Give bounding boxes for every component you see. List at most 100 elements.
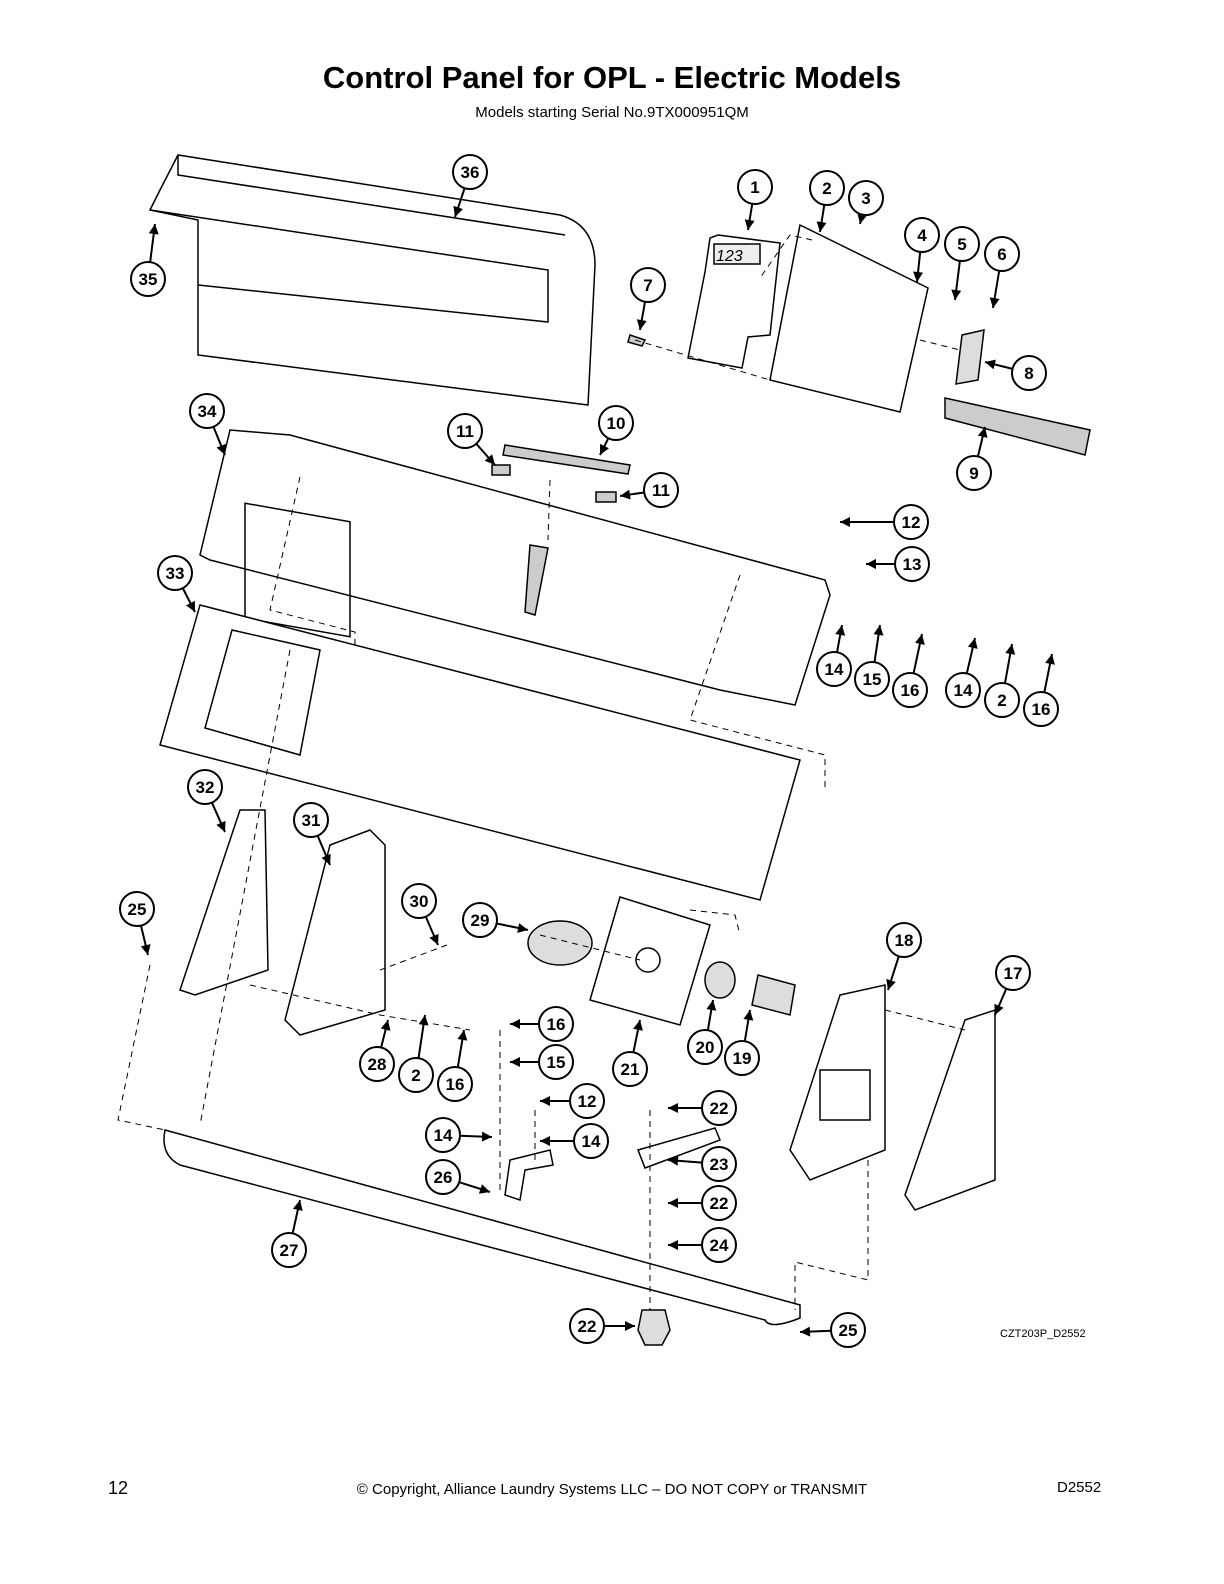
drawing-code: CZT203P_D2552 (1000, 1328, 1086, 1340)
callout-12: 12 (840, 504, 929, 540)
callout-16: 16 (510, 1006, 574, 1042)
callout-number: 16 (547, 1015, 566, 1034)
callout-number: 33 (166, 564, 185, 583)
callout-number: 7 (643, 276, 652, 295)
callout-number: 22 (710, 1099, 729, 1118)
callout-23: 23 (667, 1146, 737, 1182)
callout-bubble (830, 1312, 866, 1348)
side-plate-right (904, 1008, 996, 1211)
callout-bubble (187, 769, 223, 805)
callout-22: 22 (668, 1185, 737, 1221)
callout-bubble (945, 672, 981, 708)
gasket-strip (502, 444, 631, 475)
mounting-plate (589, 896, 711, 1026)
side-bracket-right (789, 984, 886, 1181)
callout-20: 20 (687, 999, 723, 1065)
callout-bubble (538, 1044, 574, 1080)
callout-bubble (569, 1308, 605, 1344)
callout-36: 36 (452, 154, 488, 218)
callout-number: 4 (917, 226, 927, 245)
callout-arrowhead (457, 1030, 468, 1041)
callout-arrowhead (668, 1155, 679, 1166)
console-cover (148, 154, 596, 406)
callout-bubble (293, 802, 329, 838)
callout-arrowhead (706, 1000, 717, 1011)
callout-arrowhead (620, 489, 631, 500)
callout-number: 24 (710, 1236, 729, 1255)
callout-15: 15 (854, 624, 890, 697)
callout-bubble (886, 922, 922, 958)
callout-bubble (157, 555, 193, 591)
callout-5: 5 (944, 226, 980, 301)
callout-arrowhead (816, 221, 827, 232)
callout-12: 12 (540, 1083, 605, 1119)
callout-number: 26 (434, 1168, 453, 1187)
callout-bubble (130, 261, 166, 297)
callout-4: 4 (904, 217, 940, 283)
callout-bubble (398, 1057, 434, 1093)
callout-arrowhead (380, 1020, 391, 1031)
callout-number: 5 (957, 235, 966, 254)
callout-25: 25 (119, 891, 155, 956)
control-bracket (199, 429, 831, 706)
callout-bubble (1023, 691, 1059, 727)
callout-bubble (724, 1040, 760, 1076)
callout-arrowhead (977, 427, 988, 438)
callout-arrowhead (668, 1240, 678, 1250)
callout-bubble (271, 1232, 307, 1268)
callout-arrowhead (840, 517, 850, 527)
callout-arrowhead (429, 933, 439, 945)
callout-bubble (189, 393, 225, 429)
callout-number: 18 (895, 931, 914, 950)
callout-arrowhead (668, 1103, 678, 1113)
small-bracket (504, 1149, 554, 1201)
callout-11: 11 (447, 413, 496, 466)
callout-arrowhead (866, 559, 876, 569)
control-board (769, 223, 929, 413)
callout-bubble (359, 1046, 395, 1082)
callout-bubble (598, 405, 634, 441)
overlay-panel (159, 604, 801, 901)
callout-bubble (538, 1006, 574, 1042)
callout-bubble (894, 546, 930, 582)
callout-32: 32 (187, 769, 226, 833)
lever-plate (637, 1127, 721, 1169)
callout-bubble (612, 1051, 648, 1087)
callout-35: 35 (130, 223, 166, 297)
dashed-leaders (117, 234, 966, 1310)
callout-11: 11 (619, 472, 679, 508)
callout-number: 12 (902, 513, 921, 532)
callout-34: 34 (189, 393, 226, 456)
callout-bubble (809, 170, 845, 206)
callout-26: 26 (425, 1159, 491, 1195)
callout-arrowhead (148, 224, 159, 235)
callout-number: 12 (578, 1092, 597, 1111)
side-plate-left (179, 809, 269, 996)
callout-arrowhead (453, 205, 463, 217)
copyright-notice: © Copyright, Alliance Laundry Systems LL… (356, 1481, 868, 1498)
side-bracket-left (284, 829, 386, 1036)
callout-bubble (893, 504, 929, 540)
callout-6: 6 (984, 236, 1020, 309)
callout-arrowhead (951, 289, 962, 300)
callout-number: 16 (446, 1075, 465, 1094)
callout-30: 30 (401, 883, 439, 946)
callout-number: 35 (139, 270, 158, 289)
callout-28: 28 (359, 1019, 395, 1082)
callout-bubble (630, 267, 666, 303)
callout-bubble (995, 955, 1031, 991)
callout-bubble (904, 217, 940, 253)
callout-2: 2 (398, 1014, 434, 1093)
ribbon-cable (944, 397, 1091, 456)
callout-33: 33 (157, 555, 196, 613)
callout-number: 2 (822, 179, 831, 198)
callout-number: 21 (621, 1060, 640, 1079)
callout-arrowhead (633, 1020, 643, 1031)
callout-7: 7 (630, 267, 666, 331)
part-drawings: 123 (148, 154, 1091, 1346)
callout-number: 28 (368, 1055, 387, 1074)
callout-bubble (737, 169, 773, 205)
callout-arrowhead (989, 297, 1000, 308)
